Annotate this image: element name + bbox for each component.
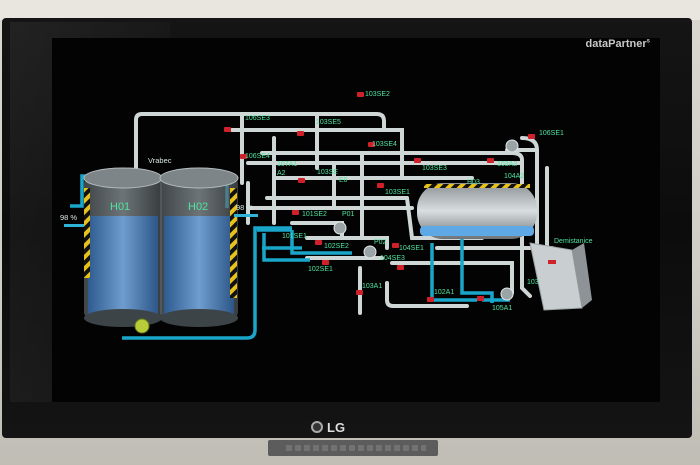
tag-104se1: 104SE1 — [399, 245, 424, 252]
pump-top-right[interactable] — [505, 139, 519, 153]
tag-107a1: 107A1 — [277, 161, 297, 168]
wall-background — [0, 0, 700, 20]
tag-103se6: 103SE — [317, 169, 338, 176]
tag-103se5: 103SE5 — [316, 119, 341, 126]
level-left: 98 % — [60, 213, 77, 222]
tank-h03-label: H03 — [467, 179, 480, 186]
tank-h02-label: H02 — [188, 201, 208, 213]
pump-p02[interactable] — [363, 245, 377, 259]
tag-102se2: 102SE2 — [324, 243, 349, 250]
tank-h01-label: H01 — [110, 201, 130, 213]
tag-104a2: 104A2 — [504, 173, 524, 180]
valve-103se2[interactable] — [357, 92, 364, 97]
valves — [224, 92, 535, 302]
tag-106se1: 106SE1 — [539, 130, 564, 137]
valve-106se4[interactable] — [240, 154, 247, 159]
valve-106se3[interactable] — [224, 127, 231, 132]
brand-logo: dataPartners — [585, 38, 650, 50]
valve-103se1[interactable] — [377, 183, 384, 188]
tag-106se4: 106SE4 — [245, 153, 270, 160]
tag-105a1: 105A1 — [492, 305, 512, 312]
stand-label — [286, 445, 426, 451]
valve-103se4[interactable] — [368, 142, 375, 147]
tag-103a2: 103A2 — [497, 161, 517, 168]
valve-103se5[interactable] — [297, 131, 304, 136]
valve-103se6[interactable] — [298, 178, 305, 183]
tag-106se3: 106SE3 — [245, 115, 270, 122]
tag-107a2: A2 — [277, 170, 286, 177]
tag-p02: P02 — [374, 239, 387, 246]
tag-103se4: 103SE4 — [372, 141, 397, 148]
pump-p01[interactable] — [333, 221, 347, 235]
tag-104se3: 104SE3 — [380, 255, 405, 262]
tag-p01: P01 — [342, 211, 355, 218]
tank-h03: H03 — [417, 179, 537, 239]
tag-103se2: 103SE2 — [365, 91, 390, 98]
demistanice-unit: Demistanice — [529, 238, 593, 311]
tag-103: 103 — [527, 279, 539, 286]
valve-103a1[interactable] — [356, 290, 363, 295]
valve-106se1[interactable] — [528, 134, 535, 139]
label-vrabec: Vrabec — [148, 156, 172, 165]
tank-h02: H02 — [159, 167, 239, 327]
tag-102a1: 102A1 — [434, 289, 454, 296]
level-mid: 98 % — [236, 203, 253, 212]
lg-logo-icon — [311, 421, 323, 433]
valve-102a1[interactable] — [427, 297, 434, 302]
level-bar-left — [64, 224, 84, 227]
valve-102se2[interactable] — [315, 240, 322, 245]
tag-103a1: 103A1 — [362, 283, 382, 290]
level-bar-mid — [234, 214, 258, 217]
valve-101se2[interactable] — [292, 210, 299, 215]
monitor-logo: LG — [327, 420, 346, 435]
tag-102se1: 102SE1 — [308, 266, 333, 273]
tag-labels: 103SE2 106SE3 103SE5 106SE1 103SE4 106SE… — [245, 91, 564, 312]
demistanice-label: Demistanice — [554, 238, 593, 245]
valve-104a2[interactable] — [487, 158, 494, 163]
process-diagram: H01 H02 Vrabec 98 % 98 % H03 D — [60, 91, 593, 340]
tag-103se1: 103SE1 — [385, 189, 410, 196]
tag-101se2: 101SE2 — [302, 211, 327, 218]
valve-104se3[interactable] — [397, 265, 404, 270]
tank-h01: H01 — [83, 167, 163, 327]
tag-103se3: 103SE3 — [422, 165, 447, 172]
scada-screen: dataPartners — [52, 38, 660, 402]
valve-103se3[interactable] — [414, 158, 421, 163]
valve-102se1[interactable] — [322, 260, 329, 265]
pump-bottom[interactable] — [134, 318, 150, 334]
tag-e0: E0 — [339, 177, 348, 184]
valve-104se1[interactable] — [392, 243, 399, 248]
pump-right[interactable] — [500, 287, 514, 301]
tag-101se1: 101SE1 — [282, 233, 307, 240]
valve-105a1[interactable] — [477, 296, 484, 301]
